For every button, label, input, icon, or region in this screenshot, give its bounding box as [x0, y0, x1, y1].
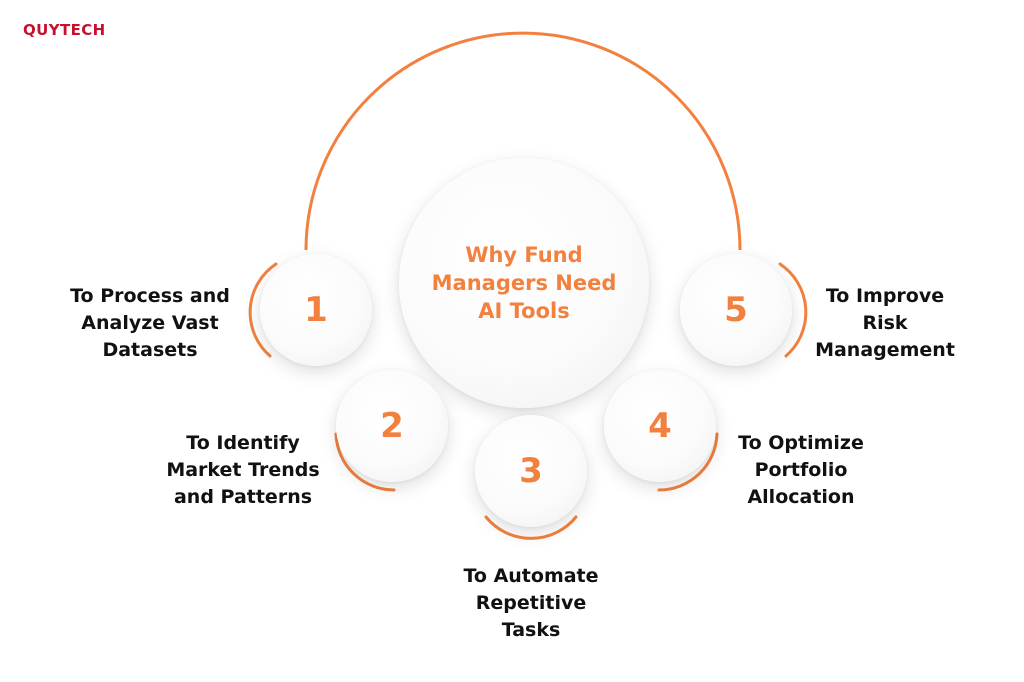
step-label-2: To Identify Market Trends and Patterns [166, 432, 320, 508]
arc-step-2 [334, 432, 396, 492]
step-circle-5: 5 [680, 254, 792, 366]
step-circle-1: 1 [260, 254, 372, 366]
step-number-5: 5 [724, 290, 748, 330]
step-number-1: 1 [304, 290, 328, 330]
step-label-3: To Automate Repetitive Tasks [463, 565, 599, 641]
arc-step-5 [778, 262, 808, 358]
arc-step-1 [248, 262, 278, 358]
top-arc [304, 31, 742, 251]
step-label-4: To Optimize Portfolio Allocation [738, 432, 864, 508]
step-circle-2: 2 [336, 370, 448, 482]
step-circle-3: 3 [475, 415, 587, 527]
step-label-5: To Improve Risk Management [815, 285, 955, 361]
step-number-4: 4 [648, 406, 672, 446]
arc-step-3 [484, 515, 578, 540]
step-number-3: 3 [519, 451, 543, 491]
step-label-1: To Process and Analyze Vast Datasets [70, 285, 230, 361]
step-number-2: 2 [380, 406, 404, 446]
center-circle: Why Fund Managers Need AI Tools [399, 158, 649, 408]
brand-logo: QUYTECH [23, 21, 106, 39]
arc-step-4 [657, 432, 719, 492]
step-circle-4: 4 [604, 370, 716, 482]
center-title: Why Fund Managers Need AI Tools [431, 243, 617, 323]
